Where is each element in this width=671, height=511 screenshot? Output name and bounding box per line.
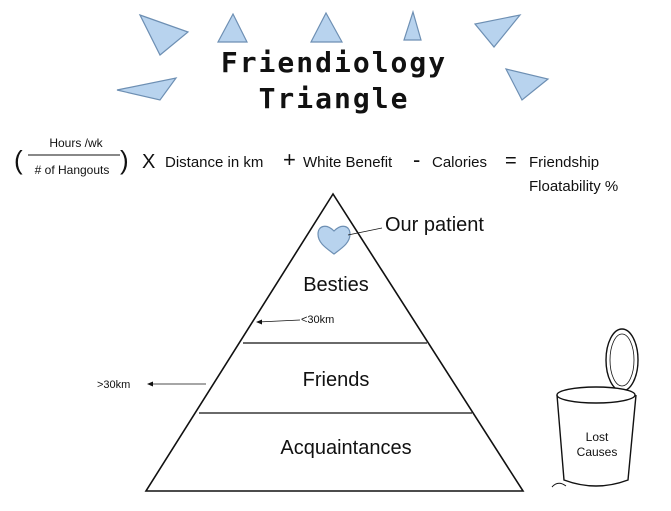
formula-numerator: Hours /wk: [49, 136, 103, 150]
decor-triangle-7: [504, 68, 550, 101]
decor-triangle-4: [403, 9, 422, 41]
tier-acquaintances: Acquaintances: [280, 437, 411, 459]
formula-result-line-1: Friendship: [529, 154, 599, 171]
trash-can-label-line-1: Lost: [586, 430, 609, 444]
formula-close-paren: ): [120, 145, 129, 175]
formula-minus: -: [413, 147, 420, 172]
formula-denominator: # of Hangouts: [35, 163, 110, 177]
decorative-triangles: [116, 9, 550, 101]
pyramid-outline: [144, 192, 525, 492]
title-line-2: Triangle: [259, 82, 410, 115]
formula-result-line-2: Floatability %: [529, 178, 618, 195]
title-line-1: Friendiology: [221, 46, 447, 79]
heart-icon: [317, 225, 351, 255]
trash-can-lid-inner: [609, 333, 635, 387]
formula-equals: =: [505, 150, 517, 172]
trash-can-icon: Lost Causes: [551, 328, 639, 488]
formula-term-distance: Distance in km: [165, 154, 263, 171]
formula-plus: +: [283, 147, 296, 172]
decor-triangle-6: [116, 77, 178, 101]
decor-triangle-5: [473, 14, 522, 48]
pyramid: Our patient Besties Friends Acquaintance…: [97, 192, 525, 492]
patient-label: Our patient: [385, 214, 484, 236]
trash-can-rim: [556, 386, 636, 404]
inner-arrowhead: [256, 319, 262, 325]
decor-triangle-1: [138, 13, 190, 56]
tier-friends: Friends: [303, 369, 370, 391]
formula-open-paren: (: [14, 145, 23, 175]
decor-triangle-2: [216, 12, 248, 43]
outer-arrowhead: [147, 381, 153, 387]
inner-distance-label: <30km: [301, 314, 334, 326]
formula: ( Hours /wk # of Hangouts ) X Distance i…: [14, 136, 618, 195]
trash-can-label-line-2: Causes: [577, 445, 618, 459]
trash-can-lid: [605, 328, 639, 392]
formula-times: X: [142, 151, 155, 173]
inner-distance-arrow: [257, 319, 301, 323]
patient-pointer-line: [347, 227, 383, 236]
tier-besties: Besties: [303, 274, 369, 296]
trash-can-body: [556, 394, 637, 487]
formula-term-white-benefit: White Benefit: [303, 154, 393, 171]
trash-can-pedal: [551, 482, 567, 488]
formula-term-calories: Calories: [432, 154, 487, 171]
decor-triangle-3: [310, 11, 344, 43]
outer-distance-label: >30km: [97, 379, 130, 391]
